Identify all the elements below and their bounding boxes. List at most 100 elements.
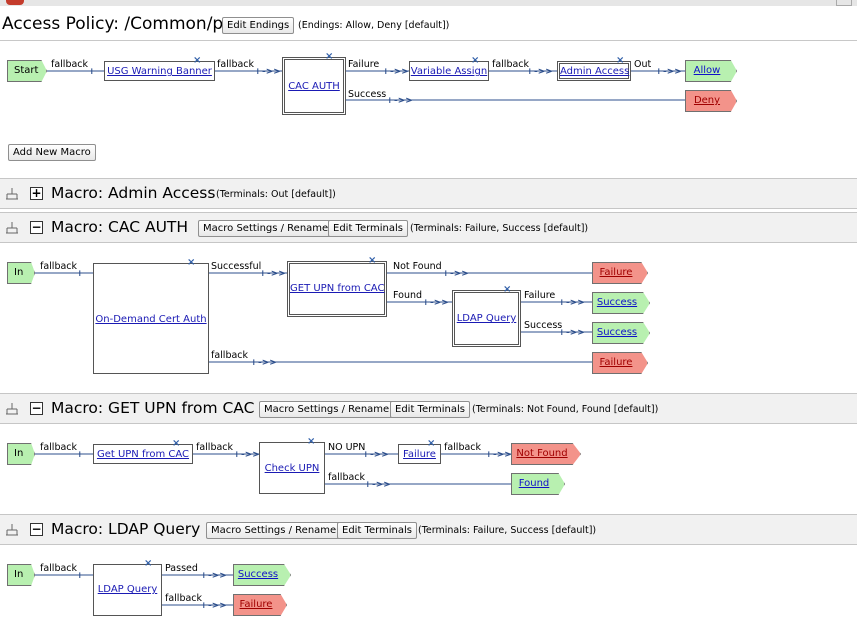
- terminal-failure[interactable]: Failure: [592, 262, 648, 284]
- delete-icon[interactable]: ×: [503, 284, 512, 295]
- ending-allow-link[interactable]: Allow: [693, 65, 721, 76]
- delete-icon[interactable]: ×: [471, 55, 480, 66]
- ldap-query-link[interactable]: LDAP Query: [456, 313, 517, 324]
- branch-label-not-found: Not Found: [393, 261, 442, 272]
- macro-title: Macro: CAC AUTH: [51, 218, 189, 236]
- macro-settings-button[interactable]: Macro Settings / Rename: [206, 522, 342, 539]
- in-node: In: [7, 564, 35, 586]
- terminal-failure-link[interactable]: Failure: [599, 357, 633, 368]
- svg-text:->>: ->>: [430, 298, 449, 308]
- in-node: In: [7, 443, 35, 465]
- macro-settings-button[interactable]: Macro Settings / Rename: [259, 401, 395, 418]
- usg-warning-banner-link[interactable]: USG Warning Banner: [107, 66, 212, 77]
- svg-text:+: +: [250, 358, 258, 368]
- terminal-found[interactable]: Found: [511, 473, 565, 495]
- svg-text:+: +: [422, 298, 430, 308]
- terminal-success-link[interactable]: Success: [596, 327, 638, 338]
- delete-icon[interactable]: ×: [307, 436, 316, 447]
- in-node: In: [7, 262, 35, 284]
- terminal-not-found-link[interactable]: Not Found: [516, 448, 568, 459]
- ending-allow[interactable]: Allow: [685, 60, 737, 82]
- page-title: Access Policy: /Common/pua: [2, 14, 245, 34]
- delete-icon[interactable]: ×: [172, 438, 181, 449]
- on-demand-cert-auth-node[interactable]: On-Demand Cert Auth ×: [93, 258, 209, 374]
- add-new-macro-button[interactable]: Add New Macro: [8, 144, 96, 161]
- failure-action-node[interactable]: Failure ×: [398, 439, 441, 464]
- svg-text:->>: ->>: [267, 269, 286, 279]
- edit-terminals-button[interactable]: Edit Terminals: [390, 401, 471, 418]
- svg-text:->>: ->>: [208, 601, 227, 611]
- svg-text:+: +: [558, 328, 566, 338]
- terminal-success-link[interactable]: Success: [237, 569, 279, 580]
- terminal-success[interactable]: Success: [592, 292, 650, 314]
- branch-label-passed: Passed: [165, 563, 198, 574]
- get-upn-link[interactable]: GET UPN from CAC: [290, 283, 385, 294]
- admin-access-macro-node[interactable]: Admin Access ×: [557, 56, 631, 81]
- terminal-found-link[interactable]: Found: [518, 478, 550, 489]
- svg-text:+: +: [233, 450, 241, 460]
- macro-settings-button[interactable]: Macro Settings / Rename: [198, 220, 334, 237]
- macro-drag-icon[interactable]: [5, 187, 19, 201]
- collapse-icon[interactable]: −: [30, 401, 43, 415]
- terminal-success[interactable]: Success: [592, 322, 650, 344]
- terminal-not-found[interactable]: Not Found: [511, 443, 581, 465]
- check-upn-node[interactable]: Check UPN ×: [259, 437, 325, 494]
- cac-auth-macro-node[interactable]: CAC AUTH ×: [282, 52, 346, 115]
- get-upn-macro-node[interactable]: GET UPN from CAC ×: [287, 256, 387, 317]
- ldap-query-macro-node[interactable]: LDAP Query ×: [452, 285, 521, 347]
- cac-auth-link[interactable]: CAC AUTH: [288, 81, 340, 92]
- ldap-query-link[interactable]: LDAP Query: [97, 584, 158, 595]
- get-upn-from-cac-node[interactable]: Get UPN from CAC ×: [93, 439, 193, 464]
- terminal-failure-link[interactable]: Failure: [599, 267, 633, 278]
- expand-icon[interactable]: +: [30, 186, 43, 200]
- delete-icon[interactable]: ×: [325, 51, 334, 62]
- branch-label-fallback: fallback: [328, 472, 366, 483]
- delete-icon[interactable]: ×: [616, 55, 625, 66]
- delete-icon[interactable]: ×: [427, 438, 436, 449]
- f5-logo-icon: [6, 0, 24, 5]
- variable-assign-node[interactable]: Variable Assign ×: [409, 56, 489, 81]
- edit-endings-button[interactable]: Edit Endings: [222, 17, 295, 34]
- failure-action-link[interactable]: Failure: [403, 449, 436, 460]
- macro-cac-auth-header: − Macro: CAC AUTH Macro Settings / Renam…: [0, 212, 857, 243]
- ending-deny-link[interactable]: Deny: [693, 95, 721, 106]
- macro-drag-icon[interactable]: [5, 523, 19, 537]
- macro-terminals-note: (Terminals: Failure, Success [default]): [418, 525, 597, 536]
- on-demand-cert-auth-link[interactable]: On-Demand Cert Auth: [95, 314, 207, 325]
- start-node: Start: [7, 60, 47, 82]
- terminal-failure-link[interactable]: Failure: [239, 599, 273, 610]
- terminal-success-link[interactable]: Success: [596, 297, 638, 308]
- delete-icon[interactable]: ×: [144, 558, 153, 569]
- terminal-failure[interactable]: Failure: [592, 352, 648, 374]
- admin-access-link[interactable]: Admin Access: [560, 66, 630, 77]
- in-label: In: [14, 569, 24, 580]
- check-upn-link[interactable]: Check UPN: [264, 463, 320, 474]
- usg-warning-banner-node[interactable]: USG Warning Banner ×: [104, 56, 215, 81]
- top-strip: [0, 0, 857, 6]
- get-upn-from-cac-link[interactable]: Get UPN from CAC: [96, 449, 190, 460]
- svg-text:->>: ->>: [450, 269, 469, 279]
- macro-terminals-note: (Terminals: Failure, Success [default]): [410, 223, 589, 234]
- edit-terminals-button[interactable]: Edit Terminals: [337, 522, 418, 539]
- macro-drag-icon[interactable]: [5, 221, 19, 235]
- delete-icon[interactable]: ×: [193, 55, 202, 66]
- collapse-icon[interactable]: −: [30, 522, 43, 536]
- branch-label-fallback: fallback: [211, 350, 249, 361]
- collapse-icon[interactable]: −: [30, 220, 43, 234]
- delete-icon[interactable]: ×: [368, 255, 377, 266]
- svg-text:+: +: [362, 450, 370, 460]
- in-label: In: [14, 267, 24, 278]
- ending-deny[interactable]: Deny: [685, 90, 737, 112]
- terminal-failure[interactable]: Failure: [233, 594, 287, 616]
- terminal-success[interactable]: Success: [233, 564, 291, 586]
- svg-text:->>: ->>: [566, 328, 585, 338]
- branch-label-fallback: fallback: [51, 59, 89, 70]
- macro-drag-icon[interactable]: [5, 402, 19, 416]
- variable-assign-link[interactable]: Variable Assign: [410, 66, 488, 77]
- svg-text:->>: ->>: [663, 67, 682, 77]
- edit-terminals-button[interactable]: Edit Terminals: [328, 220, 409, 237]
- macro-ldap-query-header: − Macro: LDAP Query Macro Settings / Ren…: [0, 514, 857, 545]
- delete-icon[interactable]: ×: [187, 257, 196, 268]
- ldap-query-node[interactable]: LDAP Query ×: [93, 559, 162, 616]
